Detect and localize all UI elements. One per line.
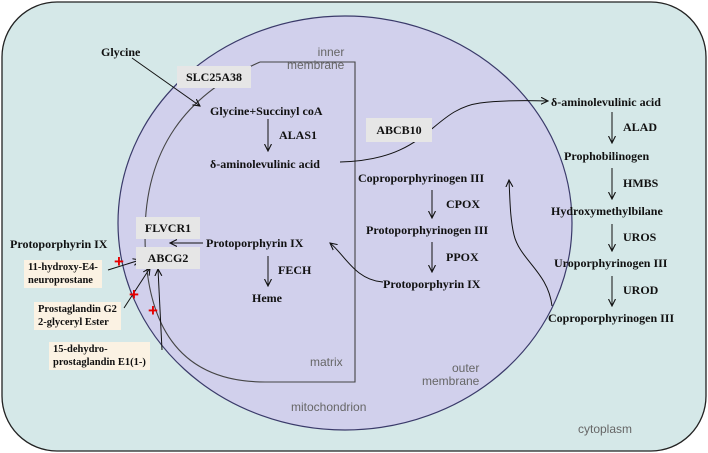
mitochondrion-label: mitochondrion (291, 400, 367, 414)
uroporphyrinogen-label: Uroporphyrinogen III (554, 256, 668, 270)
fech-enzyme: FECH (278, 263, 312, 277)
inducer-plus-mark: + (114, 252, 124, 271)
abcb10-transporter: ABCB10 (366, 118, 432, 142)
alas1-enzyme: ALAS1 (279, 128, 318, 142)
arrow-copro-import (509, 180, 553, 307)
cpox-enzyme: CPOX (446, 197, 480, 211)
cytoplasm-label: cytoplasm (578, 422, 633, 436)
arrow-ala-export (339, 101, 548, 163)
slc25a38-transporter: SLC25A38 (177, 66, 251, 88)
protoporphyrin-matrix-label: Protoporphyrin IX (206, 236, 304, 250)
arrow-inducer-1 (107, 260, 140, 271)
arrow-protoporphyrin-import (330, 243, 384, 283)
outer-membrane-label: outer membrane (422, 361, 480, 388)
uros-enzyme: UROS (623, 230, 657, 244)
glycine-label: Glycine (101, 45, 141, 59)
coproporphyrinogen-mito-label: Coproporphyrinogen III (358, 171, 485, 185)
hydroxymethylbilane-label: Hydroxymethylbilane (551, 204, 663, 218)
coproporphyrinogen-cyto-label: Coproporphyrinogen III (548, 311, 675, 325)
ala-cytoplasm-label: δ-aminolevulinic acid (551, 95, 661, 109)
inducer-plus-mark: + (129, 285, 139, 304)
inducer-box: Prostaglandin G2 2-glyceryl Ester (34, 302, 121, 330)
inducer-box: 15-dehydro- prostaglandin E1(1-) (49, 342, 150, 370)
matrix-label: matrix (310, 355, 343, 369)
urod-enzyme: UROD (623, 283, 659, 297)
ppox-enzyme: PPOX (446, 250, 479, 264)
protoporphyrin-out-label: Protoporphyrin IX (10, 237, 108, 251)
alad-enzyme: ALAD (623, 120, 658, 134)
flvcr1-transporter: FLVCR1 (136, 217, 200, 239)
arrow-inducer-2 (123, 268, 150, 309)
inner-membrane-label: inner membrane (287, 45, 345, 72)
arrow-inducer-3 (158, 269, 163, 351)
arrow-glycine-in (131, 57, 200, 106)
mitochondrion-outer-membrane (117, 15, 573, 431)
heme-label: Heme (252, 291, 282, 305)
protoporphyrin-ims-label: Protoporphyrin IX (383, 277, 481, 291)
protoporphyrinogen-label: Protoporphyrinogen III (366, 223, 489, 237)
porphobilinogen-label: Prophobilinogen (564, 149, 650, 163)
inducer-box: 11-hydroxy-E4- neuroprostane (24, 260, 102, 288)
abcg2-transporter: ABCG2 (136, 247, 200, 269)
glycine-succinyl-coa-label: Glycine+Succinyl coA (210, 104, 323, 118)
ala-matrix-label: δ-aminolevulinic acid (210, 157, 320, 171)
inducer-plus-mark: + (148, 301, 158, 320)
hmbs-enzyme: HMBS (623, 176, 659, 190)
